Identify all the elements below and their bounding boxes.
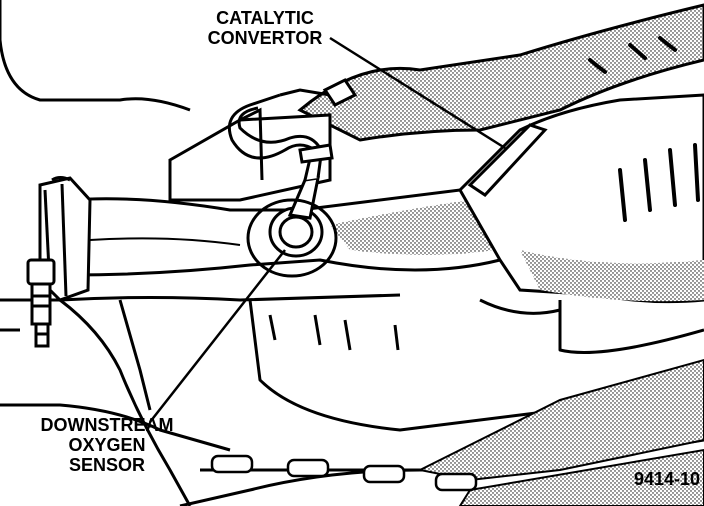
sensor-boss bbox=[246, 198, 338, 278]
heat-shield bbox=[297, 3, 704, 142]
rocker-lower bbox=[458, 448, 704, 506]
clamp-bolt bbox=[26, 258, 56, 348]
downstream-label-line1: DOWNSTREAM bbox=[40, 415, 174, 435]
wire-connector bbox=[298, 78, 358, 164]
converter-flange bbox=[467, 123, 548, 197]
pipe-highlight bbox=[89, 237, 241, 246]
floor-ribs bbox=[268, 314, 400, 351]
heat-shield-ribs bbox=[588, 36, 677, 74]
catalytic-label-line1: CATALYTIC bbox=[216, 8, 314, 28]
downstream-oxygen-sensor-label: DOWNSTREAM OXYGEN SENSOR bbox=[22, 415, 192, 475]
catalytic-label-line2: CONVERTOR bbox=[207, 28, 323, 48]
downstream-label-line2: OXYGEN bbox=[68, 435, 146, 455]
sensor-wires bbox=[227, 88, 331, 160]
catalytic-convertor-label: CATALYTIC CONVERTOR bbox=[190, 8, 340, 48]
catalytic-leader-line bbox=[329, 36, 506, 150]
converter-shading bbox=[520, 250, 704, 302]
floor-slots bbox=[210, 454, 478, 492]
pipe-shading bbox=[330, 200, 495, 255]
oxygen-sensor bbox=[268, 146, 324, 258]
downstream-label-line3: SENSOR bbox=[68, 455, 146, 475]
figure-number: 9414-10 bbox=[633, 469, 700, 489]
converter-ribs bbox=[618, 143, 700, 222]
downstream-leader-line bbox=[149, 249, 286, 423]
